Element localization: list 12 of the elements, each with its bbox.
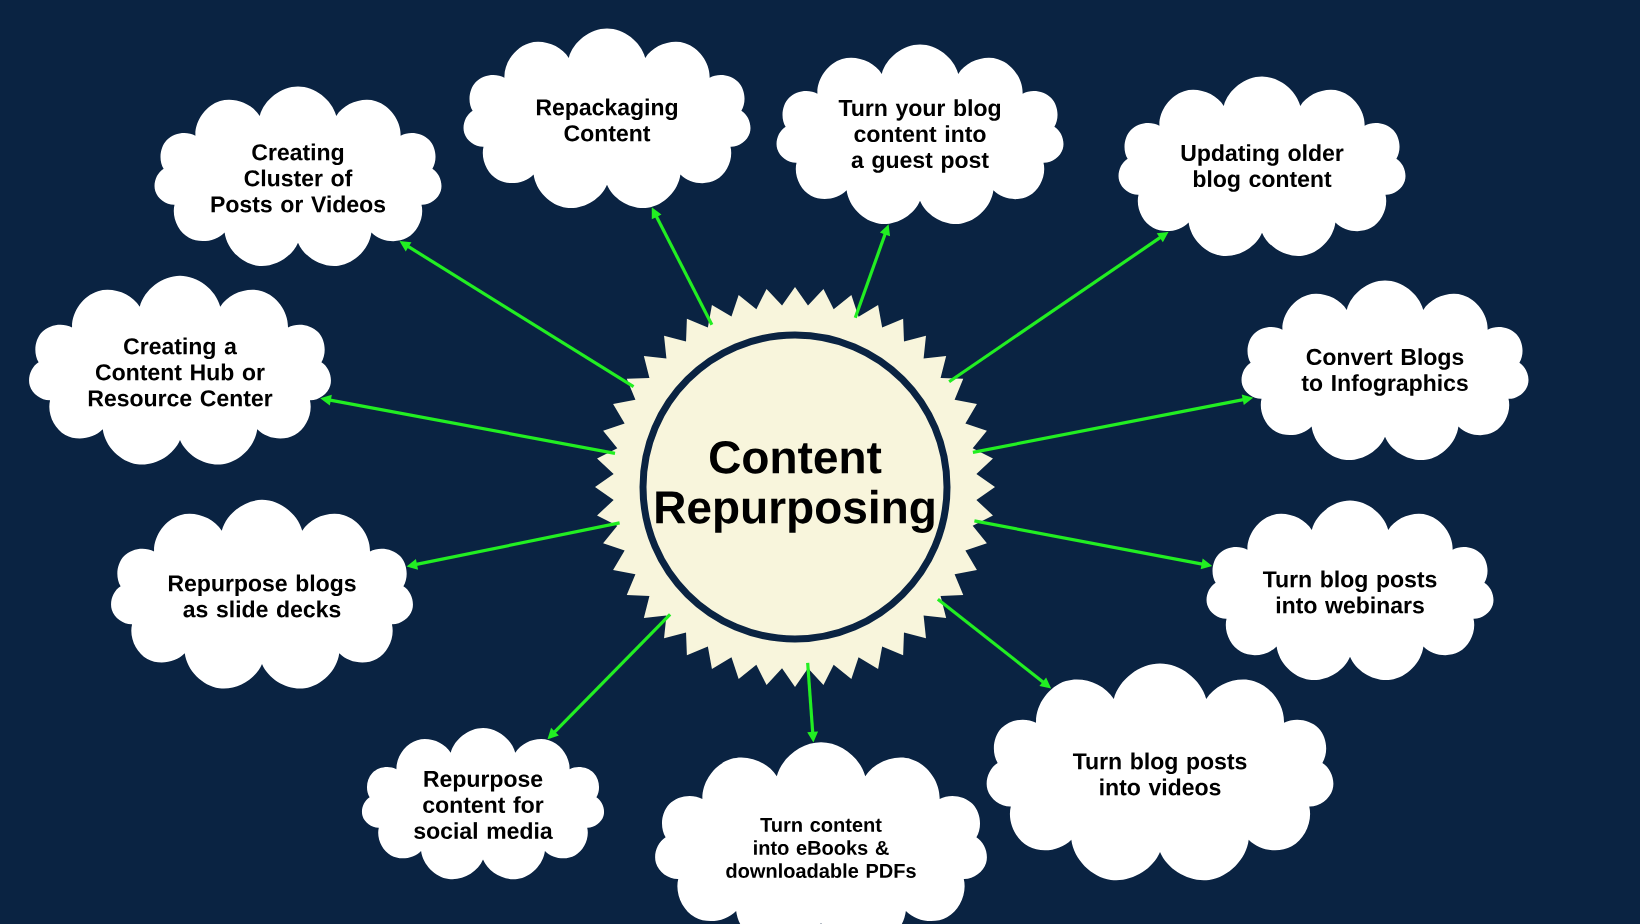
cloud: Repurpose content for social media: [361, 727, 605, 880]
cloud: Turn your blog content into a guest post: [776, 44, 1064, 224]
cloud: Creating Cluster of Posts or Videos: [154, 86, 442, 266]
cloud: Updating older blog content: [1118, 76, 1406, 256]
cloud: Repurpose blogs as slide decks: [111, 499, 413, 689]
cloud: Repackaging Content: [463, 28, 751, 208]
cloud: Creating a Content Hub or Resource Center: [29, 275, 331, 465]
cloud: Turn content into eBooks & downloadable PDFs: [655, 742, 987, 924]
starburst-badge: Content Repurposing: [595, 287, 995, 687]
cloud: Turn blog posts into webinars: [1206, 500, 1494, 680]
cloud: Convert Blogs to Infographics: [1241, 280, 1529, 460]
cloud: Turn blog posts into videos: [986, 663, 1334, 881]
